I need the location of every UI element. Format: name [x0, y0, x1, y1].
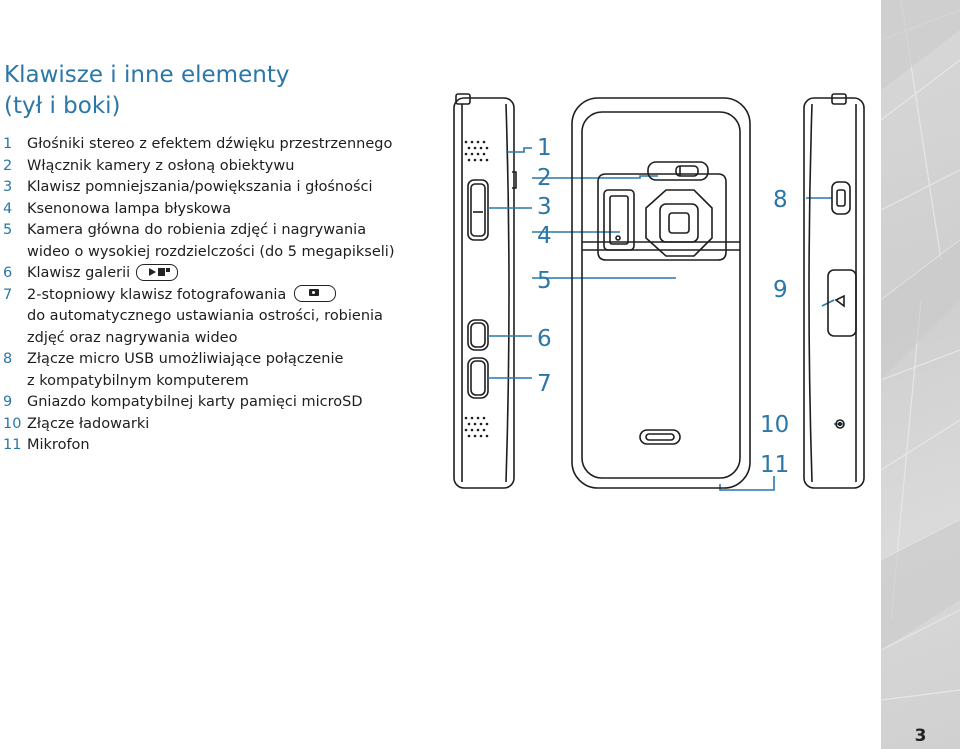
item-text: 2-stopniowy klawisz fotografowania [27, 286, 287, 303]
title-line-1: Klawisze i inne elementy [4, 62, 290, 88]
gallery-key [467, 319, 489, 351]
callout-4: 4 [537, 223, 552, 249]
speaker-grille-icon [464, 140, 489, 438]
device-back-view [571, 97, 751, 489]
device-left-side-view [453, 93, 517, 489]
item-number: 9 [3, 394, 13, 410]
item-text: Klawisz pomniejszania/powiększania i gło… [27, 179, 373, 195]
item-number: 2 [3, 157, 13, 174]
item-text: Złącze micro USB umożliwiające połączeni… [27, 351, 344, 367]
list-item-6: 6 Klawisz galerii [0, 263, 440, 285]
item-text: Ksenonowa lampa błyskowa [27, 200, 232, 217]
device-drawing [453, 93, 865, 491]
item-text-continued: do automatycznego ustawiania ostrości, r… [27, 308, 383, 324]
callout-6: 6 [537, 326, 552, 352]
gallery-key-icon [136, 263, 179, 281]
list-item-8: 8 Złącze micro USB umożliwiające połącze… [0, 349, 440, 392]
list-item-9: 9 Gniazdo kompatybilnej karty pamięci mi… [0, 392, 440, 414]
list-item-3: 3 Klawisz pomniejszania/powiększania i g… [0, 177, 440, 199]
xenon-flash-icon [603, 189, 635, 251]
list-item-11: 11 Mikrofon [0, 435, 440, 457]
list-item-5: 5 Kamera główna do robienia zdjęć i nagr… [0, 220, 440, 263]
item-number: 3 [3, 179, 13, 195]
callout-8: 8 [773, 187, 788, 213]
capture-key-icon [294, 285, 337, 302]
item-number: 1 [3, 136, 13, 152]
list-item-1: 1 Głośniki stereo z efektem dźwięku prze… [0, 134, 440, 156]
list-item-7: 7 2-stopniowy klawisz fotografowania do … [0, 285, 440, 350]
page-number: 3 [914, 726, 927, 746]
callout-2: 2 [537, 165, 552, 191]
page-title: Klawisze i inne elementy (tył i boki) [4, 60, 384, 122]
item-text: Złącze ładowarki [27, 415, 150, 432]
decorative-sidebar [881, 0, 960, 749]
item-text: Głośniki stereo z efektem dźwięku przest… [27, 136, 393, 152]
item-number: 10 [3, 415, 22, 432]
main-camera-icon [645, 189, 713, 257]
device-right-side-view [803, 93, 865, 489]
item-text: Gniazdo kompatybilnej karty pamięci micr… [27, 394, 363, 410]
title-line-2: (tył i boki) [4, 93, 121, 119]
callout-5: 5 [537, 268, 552, 294]
callout-9: 9 [773, 277, 788, 303]
zoom-volume-key [467, 179, 489, 241]
callout-11: 11 [760, 452, 790, 478]
item-text: Mikrofon [27, 437, 90, 453]
micro-usb-port-icon [831, 181, 851, 215]
item-text-continued: z kompatybilnym komputerem [27, 372, 249, 389]
item-number: 6 [3, 265, 13, 281]
item-number: 4 [3, 200, 13, 217]
item-text-continued: wideo o wysokiej rozdzielczości (do 5 me… [27, 243, 395, 260]
item-text-continued-2: zdjęć oraz nagrywania wideo [27, 329, 238, 346]
item-text: Kamera główna do robienia zdjęć i nagryw… [27, 222, 367, 238]
item-number: 8 [3, 351, 13, 367]
callout-1: 1 [537, 135, 552, 161]
callout-7: 7 [537, 371, 552, 397]
list-item-2: 2 Włącznik kamery z osłoną obiektywu [0, 156, 440, 178]
camera-switch-lens-cover [647, 161, 709, 181]
item-number: 7 [3, 286, 13, 303]
list-item-4: 4 Ksenonowa lampa błyskowa [0, 199, 440, 221]
item-number: 5 [3, 222, 13, 238]
item-number: 11 [3, 437, 22, 453]
charger-connector-icon [835, 419, 845, 429]
list-item-10: 10 Złącze ładowarki [0, 414, 440, 436]
microsd-slot-cover-icon [827, 269, 857, 337]
callout-3: 3 [537, 194, 552, 220]
sidebar-pattern-icon [881, 0, 960, 701]
legend-list: 1 Głośniki stereo z efektem dźwięku prze… [0, 134, 440, 457]
item-text: Włącznik kamery z osłoną obiektywu [27, 157, 295, 174]
callout-10: 10 [760, 412, 790, 438]
item-text: Klawisz galerii [27, 265, 131, 281]
